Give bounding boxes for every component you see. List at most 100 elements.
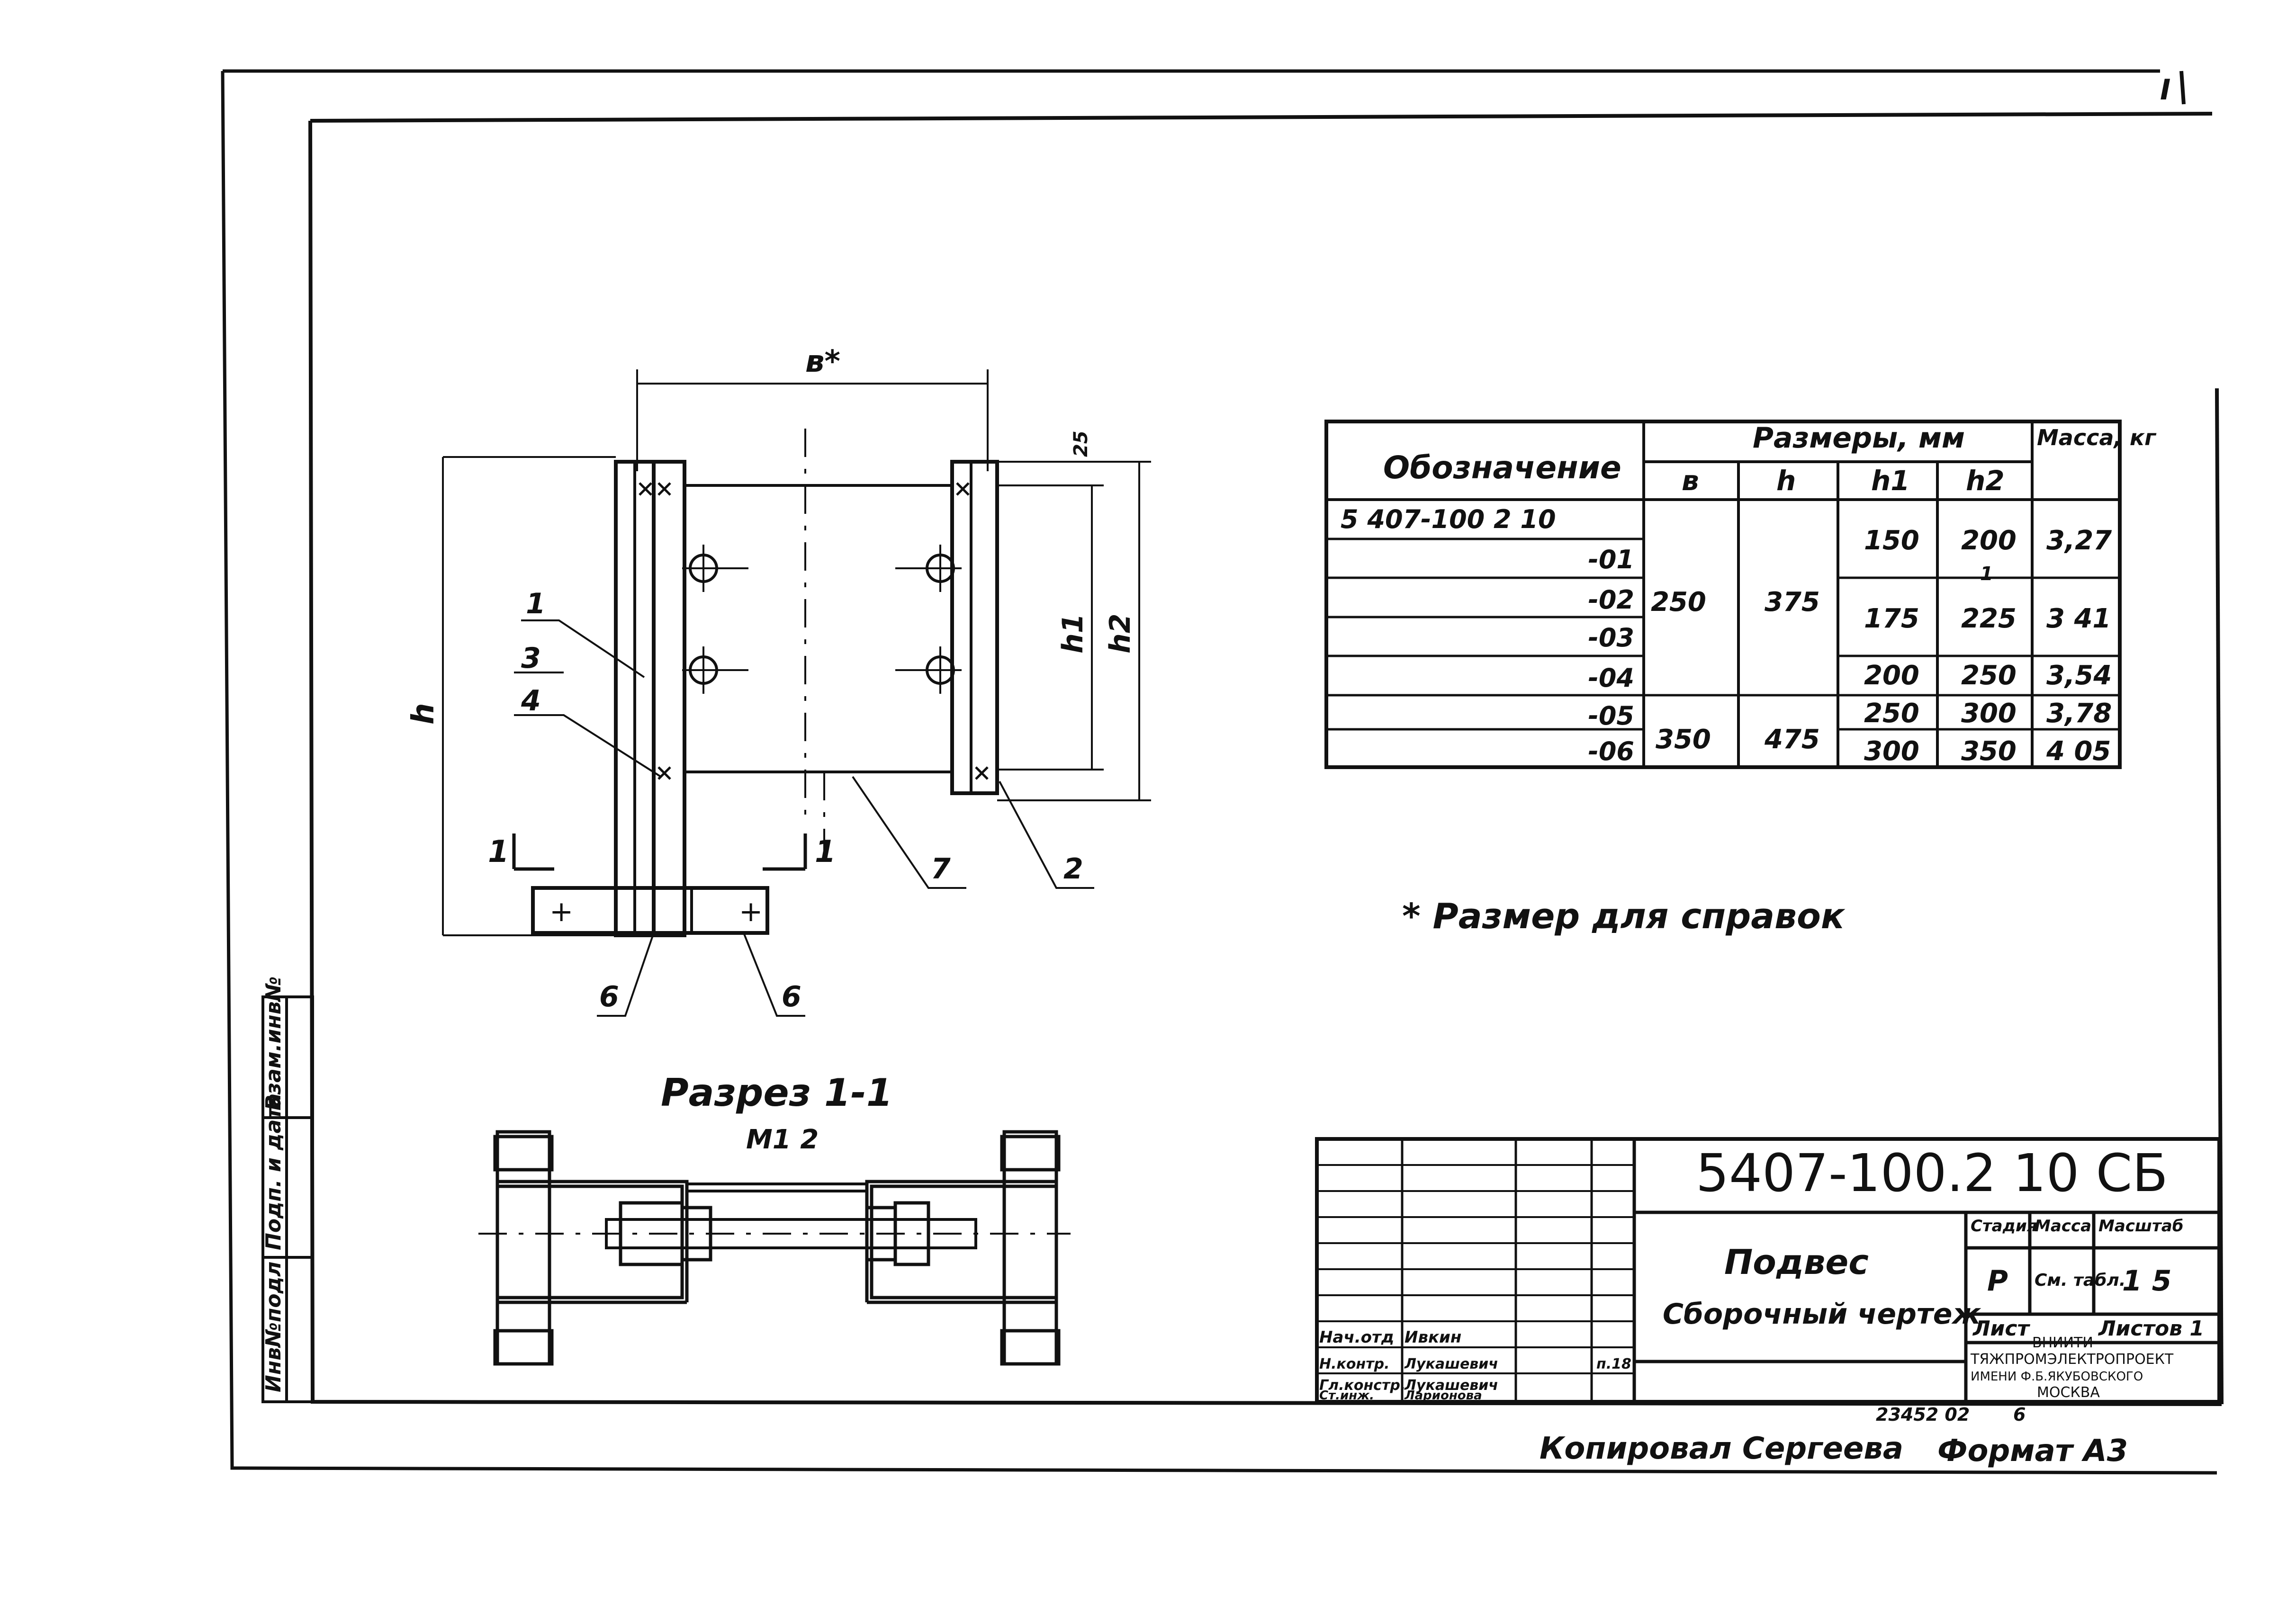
- tb-org-2: ИМЕНИ Ф.Б.ЯКУБОВСКОГО: [1971, 1370, 2143, 1384]
- cell-h1-3: 250: [1864, 698, 1919, 729]
- cell-h2-4: 350: [1961, 736, 2017, 767]
- cell-h2-2: 250: [1961, 660, 2017, 691]
- callout-1: 1: [526, 587, 546, 620]
- cell-h-2: 475: [1764, 724, 1820, 755]
- title-block-code: 5407-100.2 10 СБ: [1696, 1143, 2168, 1203]
- cell-h2-3: 300: [1961, 698, 2017, 729]
- callouts: 1 3 4 7 2 6 6: [514, 587, 1094, 1017]
- row-designation-3: -03: [1588, 623, 1634, 653]
- tb-header-stage: Стадия: [1971, 1217, 2037, 1236]
- callout-4: 4: [521, 684, 541, 717]
- sig-date-mark: п.18: [1596, 1356, 1631, 1372]
- row-designation-1: -01: [1588, 545, 1634, 574]
- side-stamp: Инв№подл Подп. и дата Взам.инв№: [261, 977, 314, 1403]
- cell-mass-2: 3,54: [2046, 660, 2112, 691]
- section-marks: 1 1: [488, 833, 836, 871]
- dim-h1: h1: [1056, 614, 1089, 654]
- row-designation-2: -02: [1588, 585, 1634, 615]
- sig-role-1: Н.контр.: [1319, 1356, 1389, 1372]
- sig-name-1: Лукашевич: [1404, 1356, 1498, 1372]
- tb-header-scale: Масштаб: [2098, 1217, 2183, 1236]
- title-block-subtitle: Сборочный чертеж: [1663, 1298, 1981, 1331]
- tb-org-0: ВНИИТИ: [2032, 1335, 2093, 1351]
- row-designation-4: -04: [1588, 663, 1634, 693]
- dimensions: в* h h1 h2 25: [406, 344, 1151, 936]
- part-bottom-clamp: [531, 886, 769, 935]
- callout-7: 7: [931, 852, 951, 886]
- top-right-mark: I: [2160, 73, 2170, 107]
- dim-offset: 25: [1070, 430, 1092, 457]
- cell-mass-0: 3,27: [2046, 525, 2112, 556]
- cell-h2-0: 200: [1961, 525, 2017, 556]
- th-sizes: Размеры, мм: [1753, 421, 1965, 455]
- callout-6-right: 6: [782, 980, 801, 1013]
- side-stamp-sign: Подп. и дата: [261, 1093, 286, 1250]
- cell-h-1: 375: [1765, 587, 1820, 618]
- callout-3: 3: [521, 642, 541, 675]
- cell-h2-note: 1: [1980, 563, 1993, 585]
- section-mark-right: 1: [815, 834, 836, 869]
- tb-sheet: Лист: [1972, 1317, 2030, 1341]
- sig-role-3: Ст.инж.: [1319, 1389, 1374, 1403]
- clamp-bolt-right: +: [739, 895, 763, 928]
- row-designation-6: -06: [1588, 736, 1634, 766]
- footer: 23452 02 6 Копировал Сергеева Формат А3: [1540, 1404, 2128, 1469]
- tb-stage: Р: [1987, 1264, 2008, 1298]
- footer-order-number: 23452 02: [1876, 1404, 1970, 1425]
- sig-name-0: Ивкин: [1405, 1328, 1461, 1347]
- section-mark-left: 1: [488, 834, 509, 869]
- th-designation: Обозначение: [1383, 449, 1621, 486]
- footer-copied-by: Копировал Сергеева: [1540, 1431, 1903, 1466]
- cell-b-1: 250: [1651, 587, 1706, 618]
- tb-org-3: МОСКВА: [2037, 1384, 2100, 1401]
- side-stamp-inv: Инв№подл: [261, 1262, 286, 1392]
- sig-name-2: Лукашевич: [1404, 1377, 1498, 1394]
- cell-b-2: 350: [1656, 724, 1711, 755]
- row-designation-5: -05: [1588, 701, 1634, 731]
- tb-sheets: Листов 1: [2098, 1317, 2204, 1341]
- th-h: h: [1776, 465, 1796, 497]
- dim-b: в*: [805, 344, 840, 379]
- footer-order-suffix: 6: [2013, 1404, 2026, 1425]
- section-view: Разрез 1-1 М1 2: [478, 1071, 1071, 1366]
- bolt-holes: [682, 545, 962, 694]
- footer-format: Формат А3: [1937, 1434, 2128, 1469]
- cell-mass-3: 3,78: [2046, 698, 2112, 729]
- section-title: Разрез 1-1: [661, 1071, 893, 1115]
- cell-h2-1: 225: [1961, 603, 2017, 634]
- cell-h1-2: 200: [1864, 660, 1919, 691]
- th-mass: Масса, кг: [2037, 425, 2157, 450]
- section-scale: М1 2: [746, 1124, 819, 1155]
- th-h2: h2: [1966, 465, 2005, 497]
- th-h1: h1: [1871, 465, 1910, 497]
- cell-mass-4: 4 05: [2046, 736, 2111, 767]
- callout-6-left: 6: [599, 980, 619, 1013]
- part-plate-left: [652, 460, 686, 937]
- main-view: + + в* h h1 h2 25 1 3 4 7 2 6: [406, 344, 1151, 1017]
- clamp-bolt-left: +: [549, 895, 573, 928]
- sig-role-2: Гл.констр.: [1319, 1377, 1405, 1394]
- title-block: 5407-100.2 10 СБ Подвес Сборочный чертеж…: [1315, 1137, 2221, 1404]
- tb-org-1: ТЯЖПРОМЭЛЕКТРОПРОЕКТ: [1970, 1351, 2174, 1368]
- dim-h: h: [406, 703, 441, 725]
- row-designation-0: 5 407-100 2 10: [1341, 504, 1556, 534]
- cell-mass-1: 3 41: [2046, 603, 2111, 634]
- spec-table: Обозначение Размеры, мм Масса, кг в h h1…: [1324, 420, 2157, 769]
- cell-h1-1: 175: [1864, 603, 1919, 634]
- callout-2: 2: [1063, 852, 1083, 886]
- tb-scale: 1 5: [2122, 1264, 2171, 1298]
- reference-note: * Размер для справок: [1402, 896, 1846, 937]
- sig-role-0: Нач.отд: [1319, 1328, 1394, 1347]
- cell-h1-0: 150: [1864, 525, 1919, 556]
- tb-header-mass: Масса: [2035, 1217, 2091, 1236]
- dim-h2: h2: [1104, 614, 1137, 654]
- sig-name-3: Ларионова: [1404, 1389, 1482, 1403]
- th-b: в: [1682, 465, 1699, 497]
- part-plate-right: [950, 460, 999, 795]
- tb-mass: См. табл.: [2035, 1271, 2125, 1290]
- side-stamp-replace: Взам.инв№: [261, 977, 286, 1111]
- cell-h1-4: 300: [1864, 736, 1919, 767]
- title-block-title: Подвес: [1724, 1242, 1869, 1282]
